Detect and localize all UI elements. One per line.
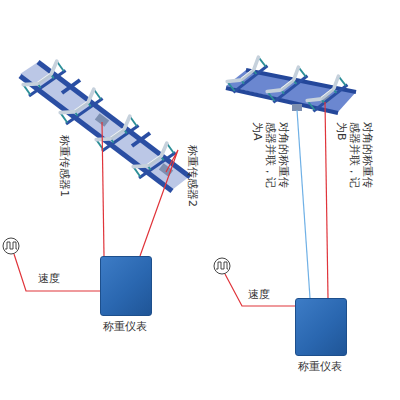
speed-pulse-symbol [3, 238, 19, 254]
sensor-note: 对角的称重传感器并联，记为B [334, 122, 374, 194]
instrument-label: 称重仪表 [97, 320, 153, 333]
signal-name: 速度 [38, 272, 60, 285]
left-weigh-frame [20, 60, 190, 191]
sensor-note: 对角的称重传感器并联，记为A [250, 122, 290, 194]
sensor-wire [102, 122, 104, 256]
instrument-node: 称重仪表 [292, 298, 348, 373]
sensor-note: 称重传感器2 [186, 145, 199, 207]
signal-wires [14, 102, 328, 306]
sensor-wire [297, 110, 310, 298]
right-weigh-frame [226, 56, 356, 113]
sensor-note: 称重传感器1 [58, 135, 71, 197]
speed-wire [225, 274, 295, 306]
instrument-box [100, 256, 152, 316]
instrument-node: 称重仪表 [97, 256, 153, 333]
speed-pulse-symbol [214, 258, 230, 274]
instrument-label: 称重仪表 [292, 360, 348, 373]
instrument-box [295, 298, 347, 356]
sensor-wire [325, 102, 328, 298]
speed-wire [14, 254, 100, 291]
sensor-wire [140, 150, 178, 256]
signal-name: 速度 [248, 288, 270, 301]
